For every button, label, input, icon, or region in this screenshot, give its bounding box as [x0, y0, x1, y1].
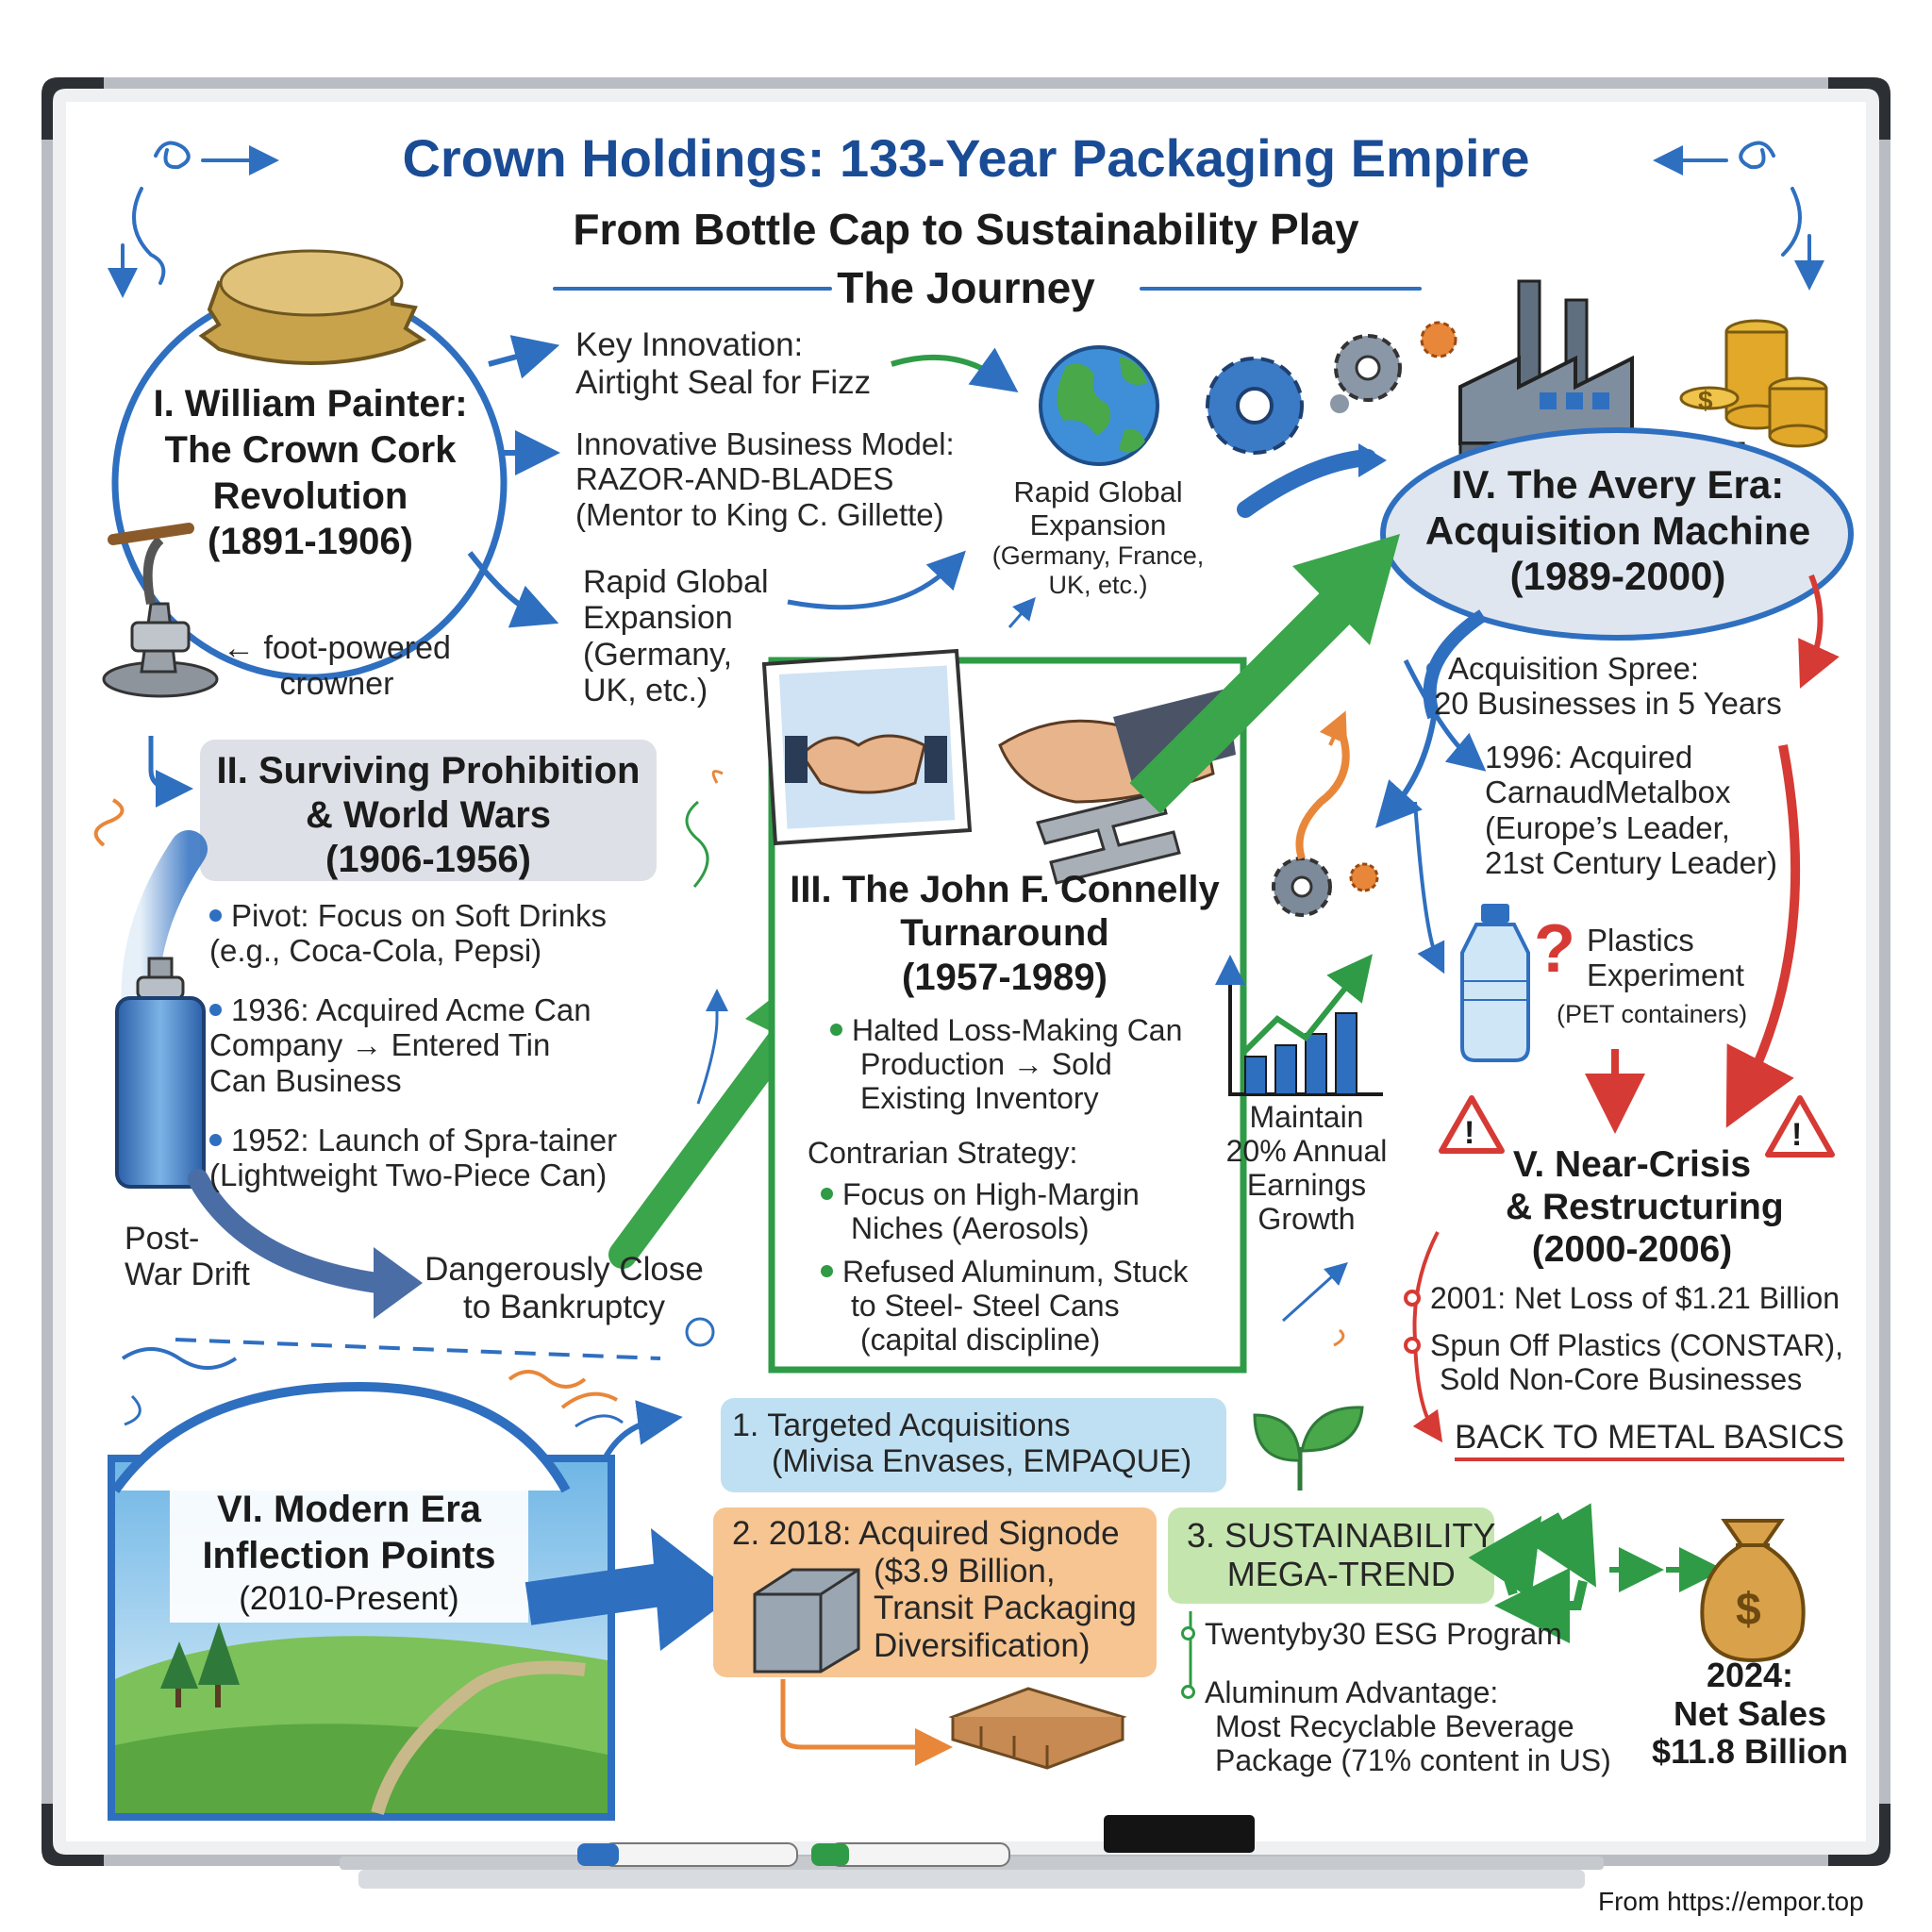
page-subtitle: From Bottle Cap to Sustainability Play	[573, 205, 1359, 254]
item3-box	[1168, 1507, 1494, 1604]
section4-heading: IV. The Avery Era:Acquisition Machine(19…	[1424, 462, 1811, 599]
globe-icon	[1039, 345, 1159, 466]
section5-bullet-1: 2001: Net Loss of $1.21 Billion	[1404, 1281, 1840, 1315]
post-war-drift-label: Post-War Drift	[125, 1221, 250, 1293]
back-to-metal-basics: BACK TO METAL BASICS	[1455, 1419, 1844, 1461]
item1-text: 1. Targeted Acquisitions(Mivisa Envases,…	[732, 1407, 1192, 1480]
svg-text:$: $	[1698, 386, 1713, 415]
question-mark-icon: ?	[1534, 911, 1575, 987]
gear-icon	[1206, 321, 1457, 455]
svg-text:!: !	[1464, 1115, 1474, 1151]
aluminum-advantage-text: Aluminum Advantage:Most Recyclable Bever…	[1181, 1675, 1611, 1777]
svg-text:?: ?	[1534, 911, 1575, 987]
section4-bullet-1: Acquisition Spree:20 Businesses in 5 Yea…	[1426, 651, 1782, 722]
svg-text:!: !	[1791, 1117, 1802, 1153]
section4-oval	[1380, 427, 1854, 641]
money-bag-icon: $	[1700, 1519, 1806, 1663]
section5-heading: V. Near-Crisis& Restructuring(2000-2006)	[1506, 1144, 1784, 1271]
leaf-icon	[1253, 1406, 1364, 1491]
key-innovation-text: Key Innovation:Airtight Seal for Fizz	[575, 326, 872, 401]
journey-label: The Journey	[837, 263, 1095, 312]
svg-text:$: $	[1736, 1585, 1761, 1635]
crowner-machine-icon	[102, 523, 219, 698]
page-title: Crown Holdings: 133-Year Packaging Empir…	[402, 128, 1530, 188]
bottle-cap-icon	[198, 249, 427, 365]
plastics-note: (PET containers)	[1557, 1000, 1748, 1028]
esg-program-text: Twentyby30 ESG Program	[1181, 1617, 1562, 1651]
plastic-bottle-icon	[1460, 904, 1530, 1062]
steel-beam-icon	[1036, 791, 1181, 885]
net-sales-text: 2024:Net Sales$11.8 Billion	[1651, 1656, 1849, 1772]
business-model-text: Innovative Business Model:RAZOR-AND-BLAD…	[575, 426, 955, 532]
pallet-icon	[948, 1687, 1127, 1770]
section2-heading: II. Surviving Prohibition& World Wars(19…	[216, 750, 641, 881]
section2-bullet-3: 1952: Launch of Spra-tainer(Lightweight …	[209, 1123, 618, 1193]
warning-icon: ! !	[1439, 1095, 1835, 1158]
section2-bullet-1: Pivot: Focus on Soft Drinks(e.g., Coca-C…	[209, 898, 607, 969]
section2-box	[200, 740, 657, 881]
contrarian-strategy-label: Contrarian Strategy:	[808, 1136, 1078, 1170]
bar-chart-icon	[1215, 954, 1383, 1096]
marker-icon	[577, 1842, 1010, 1867]
recycle-icon	[1468, 1503, 1597, 1643]
big-growth-arrow-lower	[608, 1024, 797, 1269]
item1-box	[721, 1398, 1226, 1492]
item2-text: 2. 2018: Acquired Signode($3.9 Billion,T…	[732, 1515, 1137, 1664]
footer-source: From https://empor.top	[1598, 1887, 1864, 1916]
handshake-photo-icon	[761, 648, 973, 846]
coin-stack-icon: $	[1679, 319, 1828, 448]
box-icon	[753, 1568, 860, 1674]
title-swirls	[108, 141, 1824, 298]
section5-bullet-2: Spun Off Plastics (CONSTAR),Sold Non-Cor…	[1404, 1328, 1843, 1396]
big-growth-arrow-upper	[1129, 573, 1371, 814]
eraser-icon	[1104, 1815, 1255, 1853]
spray-can-icon	[115, 957, 206, 1189]
